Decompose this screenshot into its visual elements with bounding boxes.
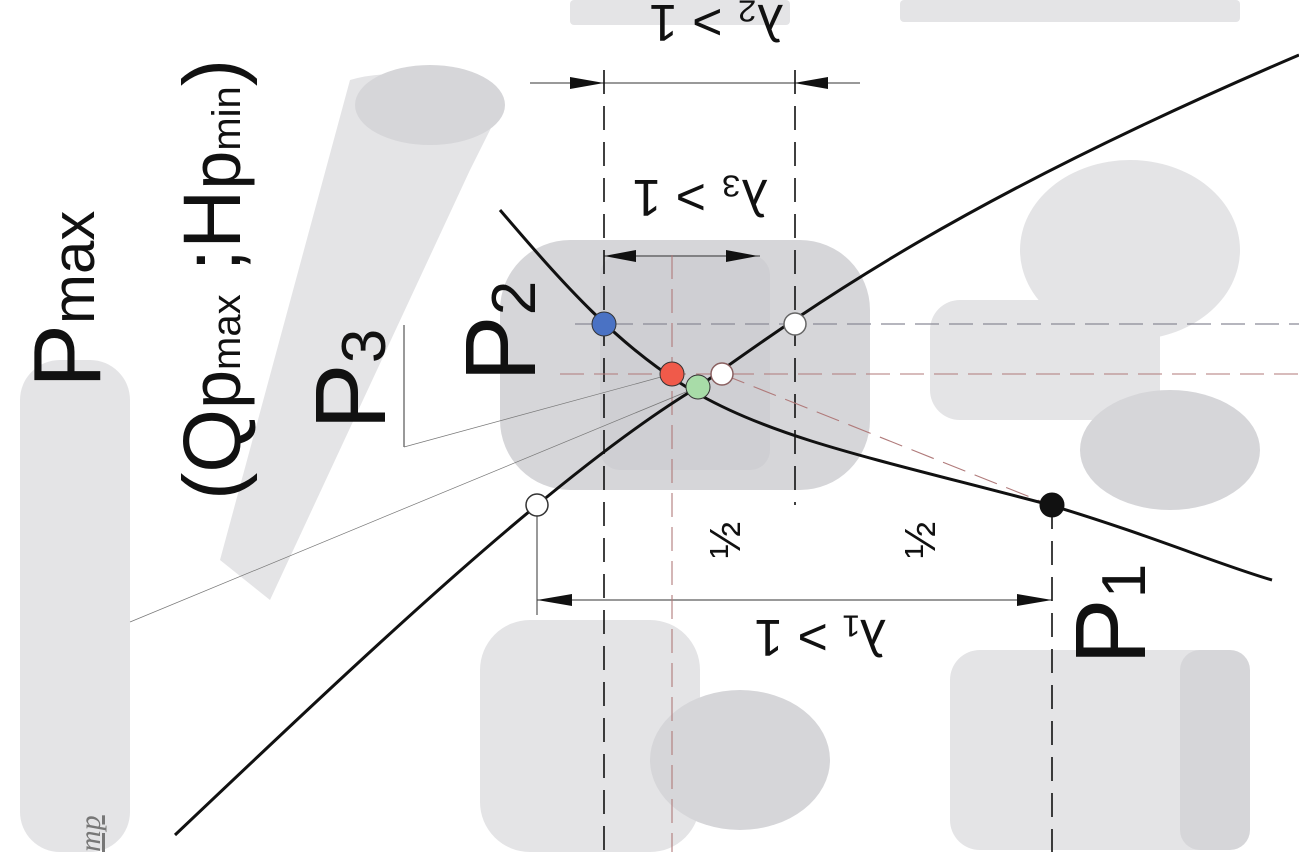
svg-text:Pmax: Pmax — [14, 211, 121, 388]
point-p2-blue — [592, 312, 616, 336]
p-max-label: Pmax — [14, 211, 121, 388]
point-p3-red — [660, 362, 684, 386]
lambda2-label: λ₂ > 1 — [649, 0, 783, 51]
lambda1-label: λ₁ > 1 — [754, 608, 886, 666]
p2-label: P2 — [445, 281, 557, 382]
svg-text:P2: P2 — [445, 281, 557, 382]
qp-hp-label: (Qpmax ;Hpmin) — [167, 59, 258, 500]
half-label-right: ½ — [896, 522, 945, 559]
p1-label: P1 — [1055, 564, 1167, 665]
half-label-left: ½ — [701, 522, 750, 559]
lambda3-label: λ₃ > 1 — [632, 168, 767, 226]
corner-text: mp — [74, 815, 107, 852]
svg-text:(Qpmax ;Hpmin): (Qpmax ;Hpmin) — [167, 59, 258, 500]
point-hollow-lower — [526, 494, 548, 516]
svg-text:P1: P1 — [1055, 564, 1167, 665]
point-hollow-upper — [784, 313, 806, 335]
point-p1-black — [1040, 493, 1064, 517]
point-hollow-mid — [711, 363, 733, 385]
point-green — [686, 375, 710, 399]
